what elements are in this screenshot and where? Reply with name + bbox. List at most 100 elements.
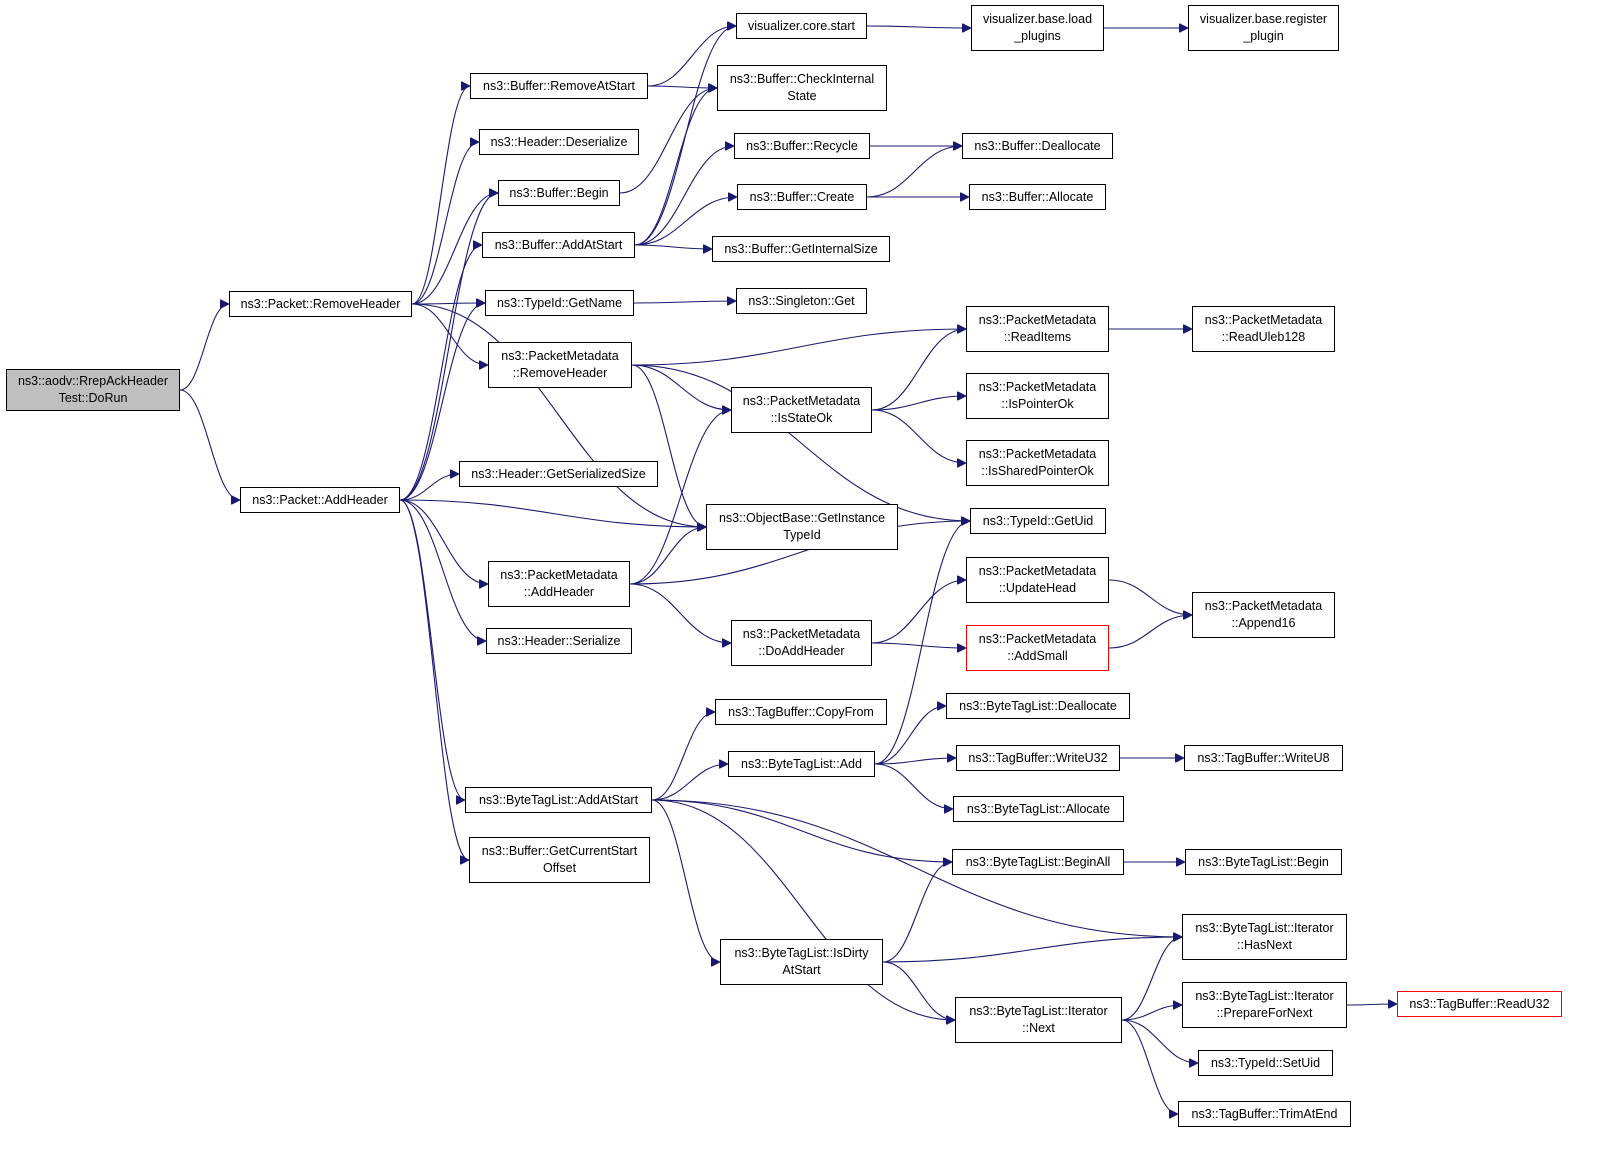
edge-btlAddAtStart-to-btlIterHasNext bbox=[651, 799, 1182, 937]
edge-btlIterNext-to-tbTrimAtEnd bbox=[1121, 1019, 1179, 1114]
node-ns3-tagbuffer-trimatend[interactable]: ns3::TagBuffer::TrimAtEnd bbox=[1178, 1101, 1351, 1127]
edge-tidGetName-to-singletonGet bbox=[633, 301, 736, 303]
edge-btlIterPrepareForNext-to-tbReadU32 bbox=[1346, 1004, 1397, 1005]
node-ns3-buffer-getinternalsize[interactable]: ns3::Buffer::GetInternalSize bbox=[712, 236, 890, 262]
node-ns3-bytetaglist-beginall[interactable]: ns3::ByteTagList::BeginAll bbox=[952, 849, 1124, 875]
node-visualizer-base-load-plugins[interactable]: visualizer.base.load_plugins bbox=[971, 5, 1104, 51]
node-ns3-bytetaglist-add[interactable]: ns3::ByteTagList::Add bbox=[728, 751, 875, 777]
node-ns3-packetmetadata-readuleb128[interactable]: ns3::PacketMetadata::ReadUleb128 bbox=[1192, 306, 1335, 352]
edge-btlAdd-to-tidGetUid bbox=[874, 521, 971, 765]
node-ns3-buffer-begin[interactable]: ns3::Buffer::Begin bbox=[498, 180, 620, 206]
node-ns3-bytetaglist-allocate[interactable]: ns3::ByteTagList::Allocate bbox=[953, 796, 1124, 822]
node-ns3-buffer-create[interactable]: ns3::Buffer::Create bbox=[737, 184, 867, 210]
node-ns3-packetmetadata-readitems[interactable]: ns3::PacketMetadata::ReadItems bbox=[966, 306, 1109, 352]
edge-addHeader-to-obGetInstanceTypeId bbox=[399, 499, 706, 527]
node-ns3-packetmetadata-ispointerok[interactable]: ns3::PacketMetadata::IsPointerOk bbox=[966, 373, 1109, 419]
node-ns3-packet-removeheader[interactable]: ns3::Packet::RemoveHeader bbox=[229, 291, 412, 317]
node-ns3-buffer-deallocate[interactable]: ns3::Buffer::Deallocate bbox=[962, 133, 1113, 159]
edge-bufRemoveAtStart-to-vizCoreStart bbox=[647, 26, 736, 87]
node-label: ns3::TagBuffer::WriteU32 bbox=[968, 750, 1108, 765]
node-ns3-tagbuffer-writeu8[interactable]: ns3::TagBuffer::WriteU8 bbox=[1184, 745, 1343, 771]
node-label: ns3::Packet::RemoveHeader bbox=[240, 296, 401, 311]
edge-addHeader-to-hdrGetSerializedSize bbox=[399, 474, 459, 501]
node-ns3-typeid-getuid[interactable]: ns3::TypeId::GetUid bbox=[970, 508, 1106, 534]
edge-btlAdd-to-tbWriteU32 bbox=[874, 758, 956, 765]
node-label: ::HasNext bbox=[1237, 938, 1292, 952]
node-label: ns3::TypeId::GetUid bbox=[982, 513, 1094, 528]
node-label: ns3::TagBuffer::WriteU8 bbox=[1197, 750, 1330, 765]
node-ns3-bytetaglist-iterator-hasnext[interactable]: ns3::ByteTagList::Iterator::HasNext bbox=[1182, 914, 1347, 960]
node-label: ns3::ByteTagList::IsDirty bbox=[734, 946, 869, 960]
node-label: ns3::Buffer::AddAtStart bbox=[494, 237, 623, 252]
edge-bufAddAtStart-to-bufCheckInternalState bbox=[634, 88, 718, 246]
node-label: ns3::Buffer::Create bbox=[749, 189, 855, 204]
node-ns3-header-serialize[interactable]: ns3::Header::Serialize bbox=[486, 628, 632, 654]
node-ns3-packetmetadata-addsmall[interactable]: ns3::PacketMetadata::AddSmall bbox=[966, 625, 1109, 671]
edge-pmRemoveHeader-to-pmIsStateOk bbox=[631, 364, 731, 410]
node-label: ::RemoveHeader bbox=[512, 366, 608, 380]
edge-pmDoAddHeader-to-pmUpdateHead bbox=[871, 580, 966, 644]
node-label: ns3::PacketMetadata bbox=[978, 447, 1097, 461]
node-ns3-packetmetadata-append16[interactable]: ns3::PacketMetadata::Append16 bbox=[1192, 592, 1335, 638]
node-ns3-singleton-get[interactable]: ns3::Singleton::Get bbox=[736, 288, 867, 314]
node-label: ns3::ByteTagList::Iterator bbox=[1195, 921, 1334, 935]
node-ns3-buffer-removeatstart[interactable]: ns3::Buffer::RemoveAtStart bbox=[470, 73, 648, 99]
edge-btlAddAtStart-to-tbCopyFrom bbox=[651, 712, 716, 801]
node-ns3-typeid-setuid[interactable]: ns3::TypeId::SetUid bbox=[1198, 1050, 1333, 1076]
node-label: ns3::aodv::RrepAckHeader bbox=[17, 374, 169, 388]
node-ns3-buffer-recycle[interactable]: ns3::Buffer::Recycle bbox=[734, 133, 870, 159]
node-label: ns3::Buffer::Deallocate bbox=[974, 138, 1101, 153]
node-ns3-packetmetadata-updatehead[interactable]: ns3::PacketMetadata::UpdateHead bbox=[966, 557, 1109, 603]
node-ns3-bytetaglist-iterator-preparefornext[interactable]: ns3::ByteTagList::Iterator::PrepareForNe… bbox=[1182, 982, 1347, 1028]
edge-btlAddAtStart-to-btlAdd bbox=[651, 764, 728, 801]
edge-btlIterNext-to-btlIterPrepareForNext bbox=[1121, 1005, 1182, 1021]
node-label: ::IsSharedPointerOk bbox=[981, 464, 1094, 478]
node-ns3-packetmetadata-issharedpointerok[interactable]: ns3::PacketMetadata::IsSharedPointerOk bbox=[966, 440, 1109, 486]
node-visualizer-core-start[interactable]: visualizer.core.start bbox=[736, 13, 867, 39]
node-ns3-bytetaglist-deallocate[interactable]: ns3::ByteTagList::Deallocate bbox=[946, 693, 1130, 719]
node-label: ::Append16 bbox=[1231, 616, 1296, 630]
node-label: ::UpdateHead bbox=[998, 581, 1077, 595]
node-ns3-packetmetadata-doaddheader[interactable]: ns3::PacketMetadata::DoAddHeader bbox=[731, 620, 872, 666]
node-label: _plugin bbox=[1243, 29, 1284, 43]
node-ns3-header-getserializedsize[interactable]: ns3::Header::GetSerializedSize bbox=[459, 461, 658, 487]
node-ns3-bytetaglist-begin[interactable]: ns3::ByteTagList::Begin bbox=[1185, 849, 1342, 875]
edge-pmAddHeader-to-tidGetUid bbox=[629, 521, 970, 585]
node-ns3-bytetaglist-addatstart[interactable]: ns3::ByteTagList::AddAtStart bbox=[465, 787, 652, 813]
edge-btlAdd-to-btlAllocate bbox=[874, 763, 953, 809]
node-ns3-packet-addheader[interactable]: ns3::Packet::AddHeader bbox=[240, 487, 400, 513]
node-label: ns3::PacketMetadata bbox=[978, 564, 1097, 578]
edge-bufCreate-to-bufDeallocate bbox=[866, 146, 962, 198]
node-label: ns3::Header::Deserialize bbox=[490, 134, 628, 149]
node-ns3-buffer-allocate[interactable]: ns3::Buffer::Allocate bbox=[969, 184, 1106, 210]
node-ns3-tagbuffer-writeu32[interactable]: ns3::TagBuffer::WriteU32 bbox=[956, 745, 1120, 771]
node-ns3-packetmetadata-addheader[interactable]: ns3::PacketMetadata::AddHeader bbox=[488, 561, 630, 607]
node-label: ns3::TagBuffer::CopyFrom bbox=[728, 704, 874, 719]
node-label: ns3::PacketMetadata bbox=[978, 632, 1097, 646]
node-ns3-packetmetadata-isstateok[interactable]: ns3::PacketMetadata::IsStateOk bbox=[731, 387, 872, 433]
edge-removeHeader-to-bufRemoveAtStart bbox=[411, 86, 471, 305]
node-ns3-tagbuffer-copyfrom[interactable]: ns3::TagBuffer::CopyFrom bbox=[715, 699, 887, 725]
node-label: ns3::PacketMetadata bbox=[742, 627, 861, 641]
node-visualizer-base-register-plugin[interactable]: visualizer.base.register_plugin bbox=[1188, 5, 1339, 51]
edge-pmDoAddHeader-to-pmAddSmall bbox=[871, 642, 966, 648]
node-label: ns3::ByteTagList::Allocate bbox=[966, 801, 1111, 816]
edge-pmRemoveHeader-to-obGetInstanceTypeId bbox=[631, 364, 707, 527]
node-ns3-tagbuffer-readu32[interactable]: ns3::TagBuffer::ReadU32 bbox=[1397, 991, 1562, 1017]
node-label: ns3::TypeId::SetUid bbox=[1210, 1055, 1321, 1070]
edge-pmUpdateHead-to-pmAppend16 bbox=[1108, 579, 1192, 615]
edge-removeHeader-to-hdrDeserialize bbox=[411, 142, 480, 305]
node-ns3-packetmetadata-removeheader[interactable]: ns3::PacketMetadata::RemoveHeader bbox=[488, 342, 632, 388]
node-label: ns3::ByteTagList::Add bbox=[741, 756, 862, 771]
node-ns3-header-deserialize[interactable]: ns3::Header::Deserialize bbox=[479, 129, 639, 155]
node-label: Test::DoRun bbox=[58, 391, 128, 405]
node-ns3-typeid-getname[interactable]: ns3::TypeId::GetName bbox=[485, 290, 634, 316]
node-ns3-buffer-addatstart[interactable]: ns3::Buffer::AddAtStart bbox=[482, 232, 635, 258]
node-ns3-bytetaglist-iterator-next[interactable]: ns3::ByteTagList::Iterator::Next bbox=[955, 997, 1122, 1043]
edge-addHeader-to-bufGetCurrentStartOffset bbox=[399, 499, 470, 860]
